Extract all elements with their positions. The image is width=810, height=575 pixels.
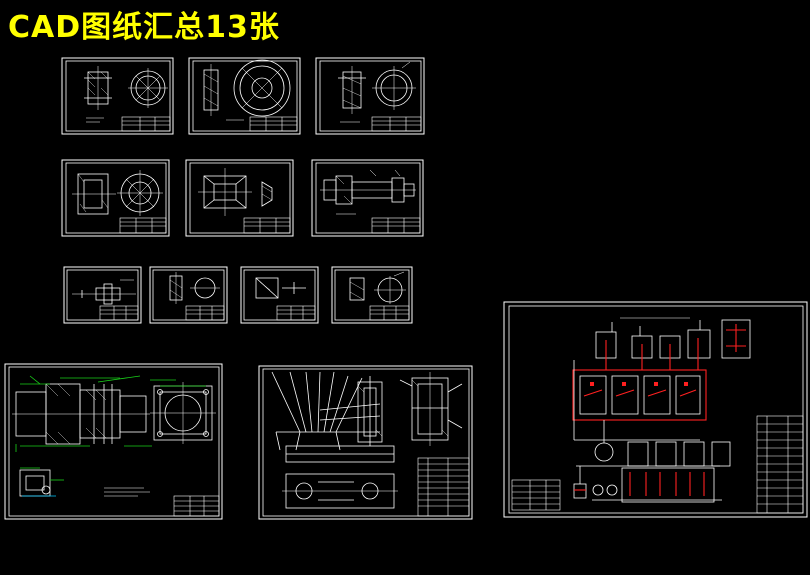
drawing-sheet-4[interactable] bbox=[61, 159, 170, 237]
drawing-sheet-10[interactable] bbox=[331, 266, 413, 324]
drawing-sheet-9[interactable] bbox=[240, 266, 319, 324]
drawing-sheet-6[interactable] bbox=[311, 159, 424, 237]
drawing-sheet-13[interactable] bbox=[503, 301, 808, 518]
drawing-sheet-8[interactable] bbox=[149, 266, 228, 324]
drawing-sheet-12[interactable] bbox=[258, 365, 473, 520]
drawing-sheet-11[interactable] bbox=[4, 363, 223, 520]
drawing-sheet-3[interactable] bbox=[315, 57, 425, 135]
drawing-sheet-2[interactable] bbox=[188, 57, 301, 135]
drawing-sheet-1[interactable] bbox=[61, 57, 174, 135]
drawing-sheet-7[interactable] bbox=[63, 266, 142, 324]
page-title: CAD图纸汇总13张 bbox=[8, 10, 280, 45]
drawing-sheet-5[interactable] bbox=[185, 159, 294, 237]
